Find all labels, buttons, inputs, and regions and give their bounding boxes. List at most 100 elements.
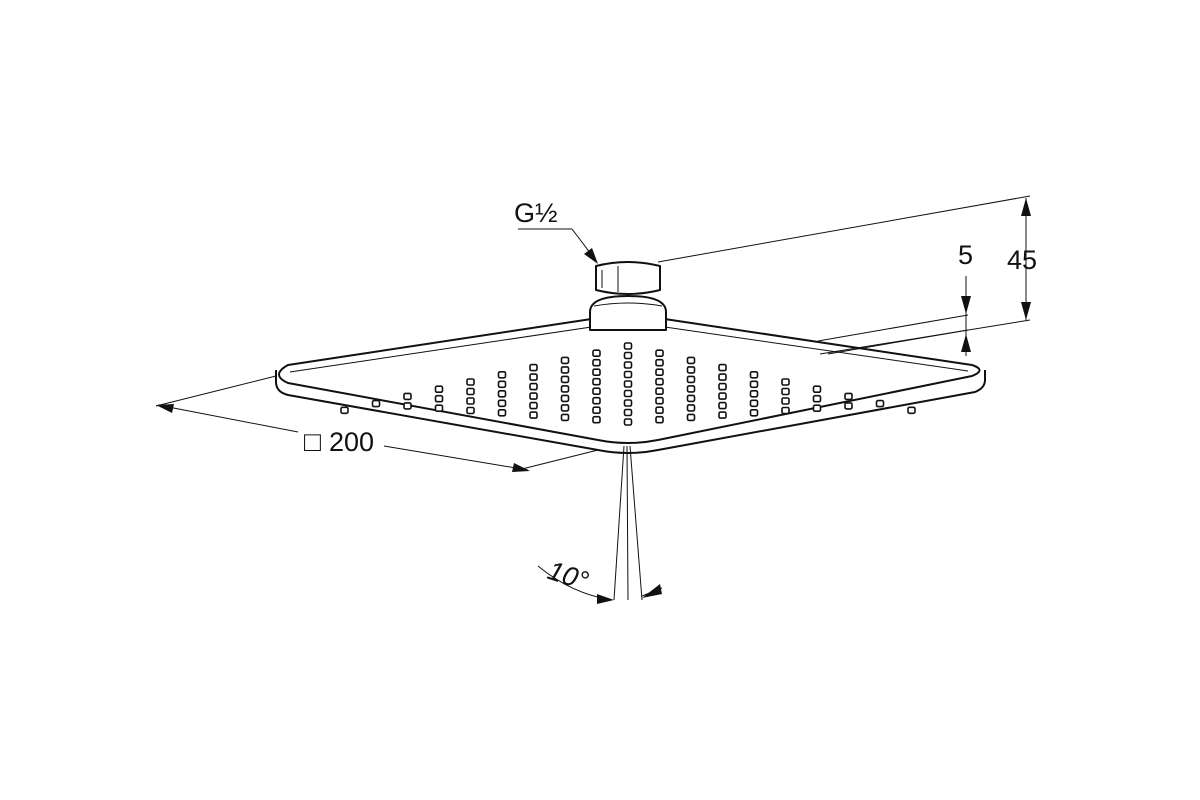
nozzle [718, 363, 727, 372]
nozzle [655, 406, 664, 415]
nozzle [655, 349, 664, 358]
nozzle [560, 385, 570, 393]
nozzle [529, 382, 538, 391]
width-arrow-right [512, 463, 530, 472]
nozzle [466, 378, 475, 386]
fitting-collar-ring [593, 302, 663, 307]
width-ext-right [517, 449, 599, 471]
nozzle [560, 413, 570, 422]
nozzle [340, 406, 349, 415]
width-dimension: □ 200 [155, 375, 599, 472]
fitting-collar [589, 295, 667, 331]
spray-line-right [629, 445, 643, 601]
nozzle [655, 358, 664, 367]
plate-ext-bottom [827, 329, 969, 355]
nozzle [560, 375, 570, 384]
nozzle [529, 411, 538, 419]
nozzle [623, 351, 633, 360]
nozzle [655, 368, 664, 377]
dim-45-arrow-top [1021, 198, 1031, 216]
nozzle [434, 385, 444, 394]
nozzle [686, 375, 696, 384]
nozzle [655, 377, 664, 386]
dim-45-arrow-bottom [1021, 302, 1031, 320]
dim-5-arrow-top [961, 296, 971, 314]
nozzle [812, 394, 822, 403]
width-dim-line-left [157, 404, 299, 433]
nozzle [718, 373, 727, 381]
nozzle [623, 370, 633, 379]
nozzle [592, 406, 601, 415]
nozzle [781, 378, 790, 386]
nozzle [623, 399, 633, 407]
nozzle [812, 404, 822, 413]
nozzle [781, 406, 790, 415]
nozzle [718, 392, 727, 400]
nozzle [560, 404, 570, 412]
nozzle [497, 399, 507, 408]
nozzle [497, 389, 507, 398]
nozzle [907, 406, 916, 415]
nozzle [403, 402, 412, 410]
thread-callout: G½ [514, 198, 598, 264]
nozzle [686, 366, 696, 374]
thread-label: G½ [514, 198, 558, 228]
nozzle [560, 366, 570, 374]
nozzle [529, 373, 538, 381]
spray-angle-arrow-right [642, 584, 662, 598]
nozzle [781, 387, 790, 396]
nozzle [844, 402, 853, 410]
nozzle [466, 397, 475, 405]
nozzle [749, 399, 759, 408]
nozzle [592, 396, 601, 405]
connection-fitting [589, 261, 667, 331]
nozzle [686, 385, 696, 393]
nozzle [749, 370, 759, 379]
nozzle [592, 415, 601, 424]
dim-45-label: 45 [1007, 245, 1037, 275]
nozzle [371, 399, 381, 408]
nozzle [718, 382, 727, 391]
nozzle [403, 392, 412, 401]
nozzle [686, 404, 696, 412]
nozzle [686, 413, 696, 422]
spray-angle-label: 10° [544, 555, 592, 596]
nozzle [655, 396, 664, 405]
nozzle [592, 377, 601, 386]
width-dim-line-right [383, 445, 529, 471]
nozzle [655, 387, 664, 396]
nozzle [529, 392, 538, 400]
width-arrow-left [156, 404, 174, 413]
nozzle [623, 408, 633, 417]
nozzle [434, 404, 444, 413]
nozzle [749, 380, 759, 389]
nozzle [655, 415, 664, 424]
spray-angle-dimension: 10° [537, 445, 663, 604]
nozzle [623, 380, 633, 388]
dim-5-label: 5 [958, 240, 973, 270]
width-value: 200 [329, 427, 374, 457]
nozzle [623, 361, 633, 369]
width-ext-left [155, 375, 277, 407]
nozzle [781, 397, 790, 405]
height-dimensions: 45 5 [657, 195, 1037, 356]
nozzle [466, 387, 475, 396]
nozzle [623, 418, 633, 426]
nozzle [466, 406, 475, 415]
fitting-nut [595, 261, 661, 295]
nozzle [560, 394, 570, 403]
nozzle [497, 380, 507, 389]
height-ext-top [657, 195, 1031, 263]
spray-angle-tail [641, 587, 663, 597]
fitting-nut-edge [601, 266, 619, 292]
plate-ext-top [817, 314, 969, 342]
nozzle [749, 408, 759, 417]
spray-angle-arrow-left [597, 594, 614, 604]
nozzle [686, 356, 696, 365]
nozzle [749, 389, 759, 398]
nozzle [592, 358, 601, 367]
nozzle [623, 389, 633, 398]
nozzle [497, 408, 507, 417]
spray-centerline [626, 445, 629, 601]
